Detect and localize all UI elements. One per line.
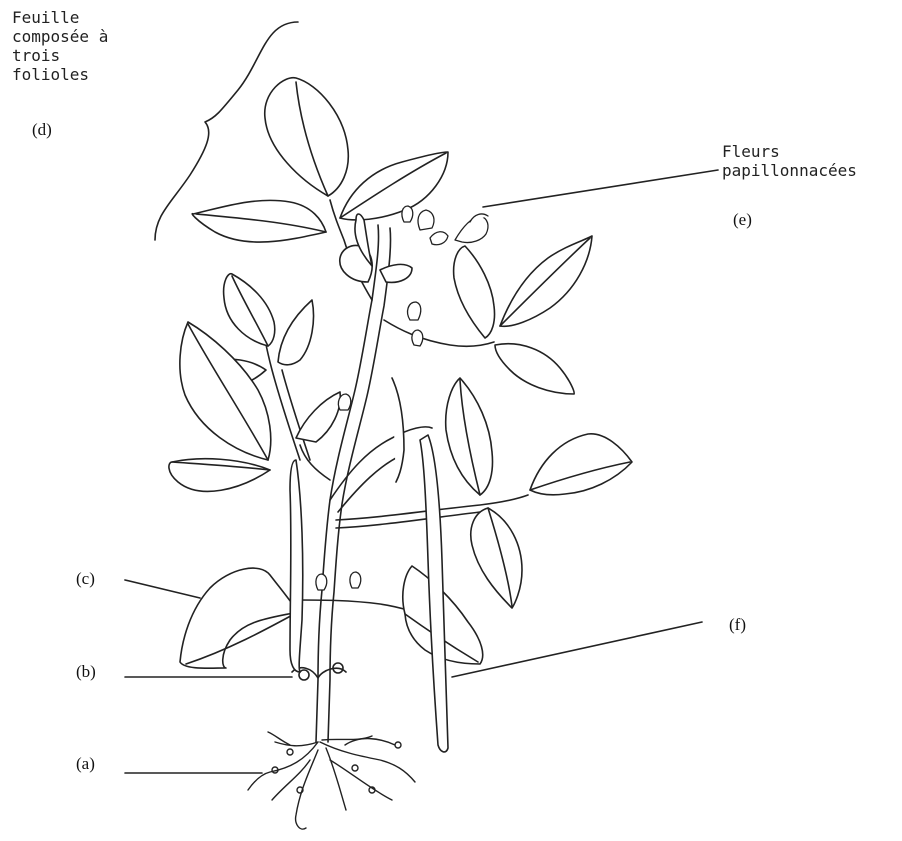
label-flowers: Fleurs papillonnacées [722, 142, 857, 180]
label-compound-leaf: Feuille composée à trois folioles [12, 8, 108, 84]
pod-left [290, 460, 303, 672]
tag-a: (a) [76, 754, 95, 774]
tag-e: (e) [733, 210, 752, 230]
leader-f [452, 622, 702, 677]
leaf-right-upper-3 [495, 344, 574, 394]
leaf-right-mid-1 [446, 378, 493, 495]
leaf-lower-left [180, 568, 298, 668]
leaf-top-right [340, 152, 448, 220]
tag-b: (b) [76, 662, 96, 682]
leaf-right-upper-1 [454, 246, 495, 338]
leaves [169, 78, 632, 669]
leader-c [125, 580, 200, 598]
tag-c: (c) [76, 569, 95, 589]
tag-f: (f) [729, 615, 746, 635]
tag-d: (d) [32, 120, 52, 140]
leaf-top-left [192, 200, 326, 242]
leaf-right-mid-3 [471, 508, 522, 608]
roots [248, 732, 415, 829]
leaf-left-upper-2 [278, 300, 314, 365]
leader-e [483, 170, 718, 207]
